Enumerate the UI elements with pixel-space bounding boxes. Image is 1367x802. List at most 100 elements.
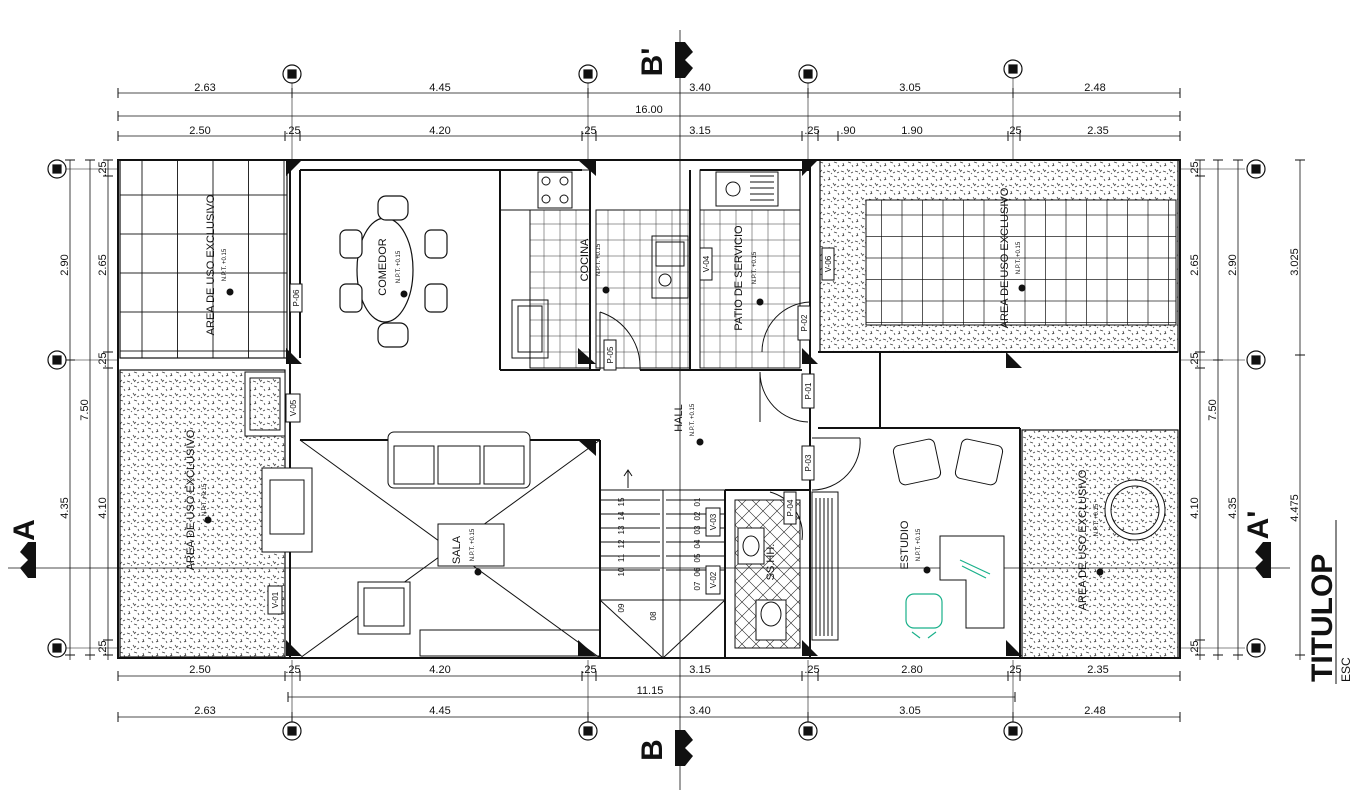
stair-number: 10 bbox=[617, 567, 626, 576]
armchair-icon bbox=[357, 581, 411, 635]
svg-text:V-01: V-01 bbox=[271, 591, 280, 608]
level-label: N.P.T. +0.15 bbox=[1016, 241, 1022, 274]
lavatory-icon bbox=[737, 527, 765, 565]
dim-top-inner-8: 1.90 bbox=[901, 125, 922, 137]
stair-number: 07 bbox=[693, 581, 702, 590]
tile-grid-top-right bbox=[866, 200, 1176, 325]
laundry-sink-icon bbox=[715, 171, 779, 207]
drawing-title: TITULOP bbox=[1306, 554, 1339, 682]
dim-top-inner-2: .25 bbox=[285, 125, 300, 137]
sink-icon bbox=[651, 235, 689, 299]
axis-bubble bbox=[578, 721, 598, 741]
dim-bottom-total: 11.15 bbox=[637, 685, 664, 697]
tag-v06: V-06 bbox=[821, 247, 835, 281]
axis-bubble bbox=[1003, 721, 1023, 741]
level-label: N.P.T. +0.15 bbox=[1094, 503, 1100, 536]
desk-icon bbox=[939, 535, 1005, 629]
dimension-texts: 2.63 4.45 3.40 3.05 2.48 16.00 2.50 .25 … bbox=[189, 82, 1108, 717]
gravel-area-bottom-right bbox=[1021, 429, 1179, 659]
vertical-dimension-texts: 2.90 4.35 7.50 .25 2.65 .25 4.10 .25 .25… bbox=[59, 161, 1301, 655]
stair-number: 04 bbox=[693, 539, 702, 548]
room-label-patio: PATIO DE SERVICIO bbox=[733, 225, 745, 331]
dim-bottom-outer-1: 2.63 bbox=[194, 705, 215, 717]
dim-right-inner-1: .25 bbox=[1189, 161, 1201, 176]
dim-bottom-inner-6: .25 bbox=[804, 664, 819, 676]
dim-right-inner-5: .25 bbox=[1189, 640, 1201, 655]
chair-icon bbox=[905, 593, 943, 629]
level-label: N.P.T. +0.15 bbox=[752, 251, 758, 284]
svg-text:P-01: P-01 bbox=[804, 382, 813, 399]
level-label: N.P.T. +0.15 bbox=[202, 483, 208, 516]
dim-top-outer-3: 3.40 bbox=[689, 82, 710, 94]
stove-icon bbox=[537, 171, 573, 209]
axis-bubble bbox=[47, 350, 67, 370]
section-marker-b: B bbox=[636, 730, 693, 766]
dim-top-outer-4: 3.05 bbox=[899, 82, 920, 94]
tag-v02: V-02 bbox=[705, 565, 721, 595]
stair-number: 15 bbox=[617, 497, 626, 506]
planter-plant bbox=[249, 377, 281, 431]
stair-number: 11 bbox=[617, 553, 626, 562]
room-labels: COMEDOR N.P.T. +0.15 COCINA N.P.T. +0.15… bbox=[185, 187, 1100, 610]
fridge-icon bbox=[511, 299, 549, 359]
tree-canopy bbox=[1110, 485, 1160, 535]
opening-tags: P-06 P-05 V-04 P-02 V-06 P-01 P-03 P-04 … bbox=[267, 247, 835, 615]
stair-number: 01 bbox=[693, 497, 702, 506]
dim-bottom-inner-9: 2.35 bbox=[1087, 664, 1108, 676]
stair-number: 08 bbox=[649, 611, 658, 620]
section-marker-b-prime: B' bbox=[636, 42, 693, 78]
room-label-area-4: AREA DE USO EXCLUSIVO bbox=[1077, 469, 1089, 610]
bathroom bbox=[734, 491, 803, 649]
armchair-icon bbox=[892, 438, 942, 486]
svg-text:V-06: V-06 bbox=[824, 255, 833, 272]
section-marker-a: A bbox=[8, 519, 41, 578]
staircase bbox=[599, 469, 726, 659]
dim-bottom-inner-4: .25 bbox=[581, 664, 596, 676]
service-patio bbox=[699, 169, 801, 369]
study bbox=[811, 438, 1005, 641]
dim-bottom-inner-2: .25 bbox=[285, 664, 300, 676]
dim-top-inner-6: .25 bbox=[804, 125, 819, 137]
armchair-icon bbox=[954, 438, 1004, 486]
dim-top-inner-9: .25 bbox=[1006, 125, 1021, 137]
stair-number: 03 bbox=[693, 525, 702, 534]
dim-right-inner-3: .25 bbox=[1189, 352, 1201, 367]
scale-label: ESC bbox=[1339, 657, 1353, 682]
tile-area-top-left bbox=[119, 159, 288, 359]
dim-left-inner-5: .25 bbox=[97, 640, 109, 655]
dim-right-outer-1: 3.025 bbox=[1289, 248, 1301, 276]
dim-left-inner-2: 2.65 bbox=[97, 254, 109, 275]
tag-v03: V-03 bbox=[705, 507, 721, 537]
room-label-area-3: AREA DE USO EXCLUSIVO bbox=[999, 187, 1011, 328]
tag-p06: P-06 bbox=[289, 283, 303, 313]
dim-top-outer-2: 4.45 bbox=[429, 82, 450, 94]
dim-top-inner-5: 3.15 bbox=[689, 125, 710, 137]
stair-number: 13 bbox=[617, 525, 626, 534]
room-label-sshh: SS.HH. bbox=[765, 544, 777, 581]
dim-right-big-1: 7.50 bbox=[1207, 399, 1219, 420]
tag-p03: P-03 bbox=[801, 445, 815, 481]
dim-right-mid-1: 2.90 bbox=[1227, 254, 1239, 275]
dim-top-inner-7: .90 bbox=[840, 125, 855, 137]
axis-bubble bbox=[1246, 638, 1266, 658]
dim-left-inner-3: .25 bbox=[97, 352, 109, 367]
svg-text:P-03: P-03 bbox=[804, 454, 813, 471]
dim-left-inner-1: .25 bbox=[97, 161, 109, 176]
stair-number: 05 bbox=[693, 553, 702, 562]
axis-bubbles bbox=[47, 59, 1266, 741]
room-label-hall: HALL bbox=[673, 404, 685, 432]
dining-table bbox=[339, 195, 448, 348]
stair-number: 09 bbox=[617, 603, 626, 612]
kitchen bbox=[499, 169, 691, 369]
svg-text:A: A bbox=[8, 519, 41, 541]
svg-text:A': A' bbox=[1242, 511, 1275, 540]
dim-bottom-outer-5: 2.48 bbox=[1084, 705, 1105, 717]
axis-bubble bbox=[798, 721, 818, 741]
dim-top-inner-3: 4.20 bbox=[429, 125, 450, 137]
axis-bubble bbox=[798, 64, 818, 84]
room-label-cocina: COCINA bbox=[579, 238, 591, 281]
tag-p05: P-05 bbox=[603, 339, 617, 371]
svg-text:V-02: V-02 bbox=[709, 571, 718, 588]
svg-text:P-02: P-02 bbox=[800, 314, 809, 331]
